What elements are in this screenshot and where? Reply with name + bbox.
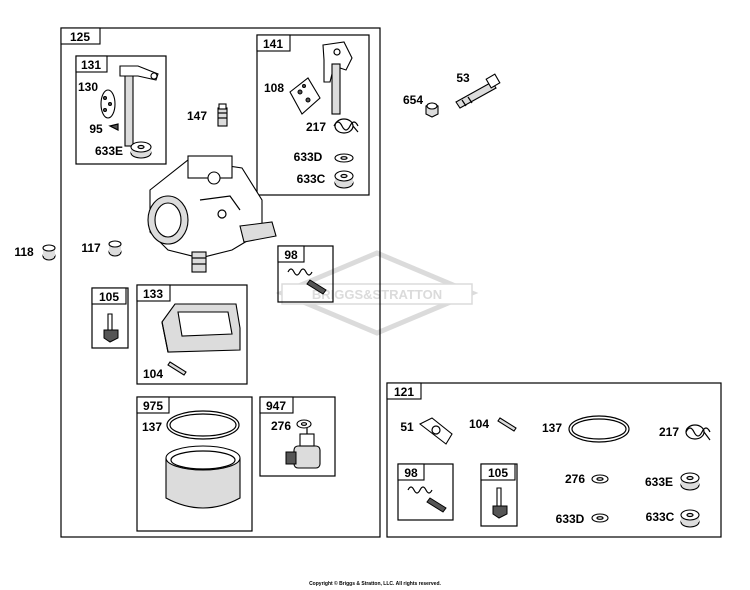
part-633C-label-b: 633C (646, 510, 675, 524)
group-947-label: 947 (266, 399, 286, 413)
throttle-shaft-drawing (100, 65, 159, 147)
nut-654-drawing (425, 102, 439, 118)
part-53-label: 53 (456, 71, 470, 85)
part-217-label-b: 217 (659, 425, 679, 439)
idle-screw-98-drawing-b (407, 486, 447, 513)
plug-118-drawing (42, 244, 56, 261)
gasket-137-drawing-a (166, 410, 240, 440)
part-633E-label: 633E (95, 144, 123, 158)
washer-633D-drawing-b (591, 513, 609, 523)
group-105-label-a: 105 (99, 290, 119, 304)
part-276-label-b: 276 (565, 472, 585, 486)
float-bowl-975-drawing (165, 445, 241, 509)
part-108-label: 108 (264, 81, 284, 95)
group-975-frame (136, 396, 253, 532)
group-133-label: 133 (143, 287, 163, 301)
part-633C-label-a: 633C (297, 172, 326, 186)
screw-95-drawing (108, 123, 119, 131)
spring-217-drawing-a (333, 118, 359, 134)
washer-276-drawing-a (296, 419, 312, 429)
group-975-label: 975 (143, 399, 163, 413)
gasket-137-drawing-b (568, 415, 630, 443)
washer-633C-drawing-a (334, 170, 354, 189)
choke-shaft-drawing (322, 41, 353, 115)
group-98-frame-a (277, 245, 334, 303)
choke-plate-108-drawing (289, 77, 321, 115)
group-121-label: 121 (394, 385, 414, 399)
washer-633D-drawing-a (334, 153, 354, 163)
washer-633E-drawing (130, 141, 152, 159)
group-131-label: 131 (81, 58, 101, 72)
jet-147-drawing (217, 103, 228, 127)
part-633D-label-b: 633D (556, 512, 585, 526)
watermark-logo: BRIGGS&STRATTON (275, 250, 479, 336)
part-137-label-a: 137 (142, 420, 162, 434)
needle-105-drawing-b (492, 487, 508, 519)
spring-217-drawing-b (685, 424, 711, 441)
group-105-label-b: 105 (488, 466, 508, 480)
part-130-label: 130 (78, 80, 98, 94)
part-118-label: 118 (14, 245, 34, 259)
group-141-frame (256, 34, 370, 196)
pin-104-drawing-a (167, 361, 187, 376)
washer-276-drawing-b (591, 474, 609, 484)
gasket-51-drawing (418, 417, 453, 445)
needle-105-drawing-a (103, 313, 119, 343)
part-104-label-a: 104 (143, 367, 163, 381)
part-217-label-a: 217 (306, 120, 326, 134)
washer-633C-drawing-b (680, 509, 700, 528)
group-121-frame (386, 382, 722, 538)
part-137-label-b: 137 (542, 421, 562, 435)
part-276-label-a: 276 (271, 419, 291, 433)
group-141-label: 141 (263, 37, 283, 51)
float-133-drawing (161, 303, 241, 353)
group-131-frame (75, 55, 167, 165)
carburetor-body-drawing (147, 155, 277, 273)
group-98-label-a: 98 (284, 248, 298, 262)
part-117-label: 117 (81, 241, 101, 255)
group-125-frame (60, 27, 381, 538)
watermark-text: BRIGGS&STRATTON (312, 287, 442, 302)
plug-117-drawing (108, 240, 122, 257)
copyright-notice: Copyright © Briggs & Stratton, LLC. All … (309, 581, 441, 587)
group-98-label-b: 98 (404, 466, 418, 480)
washer-633E-drawing-b (680, 472, 700, 491)
part-147-label: 147 (187, 109, 207, 123)
part-633D-label-a: 633D (294, 150, 323, 164)
part-633E-label-b: 633E (645, 475, 673, 489)
part-51-label: 51 (400, 420, 414, 434)
group-947-frame (259, 396, 336, 477)
part-104-label-b: 104 (469, 417, 489, 431)
pin-104-drawing-b (497, 417, 517, 432)
solenoid-947-drawing (285, 428, 321, 469)
idle-screw-98-drawing-a (287, 268, 327, 295)
part-95-label: 95 (89, 122, 103, 136)
group-98-frame-b (397, 463, 454, 521)
group-125-label: 125 (70, 30, 90, 44)
part-654-label: 654 (403, 93, 423, 107)
group-133-frame (136, 284, 248, 385)
stud-53-drawing (455, 73, 501, 109)
